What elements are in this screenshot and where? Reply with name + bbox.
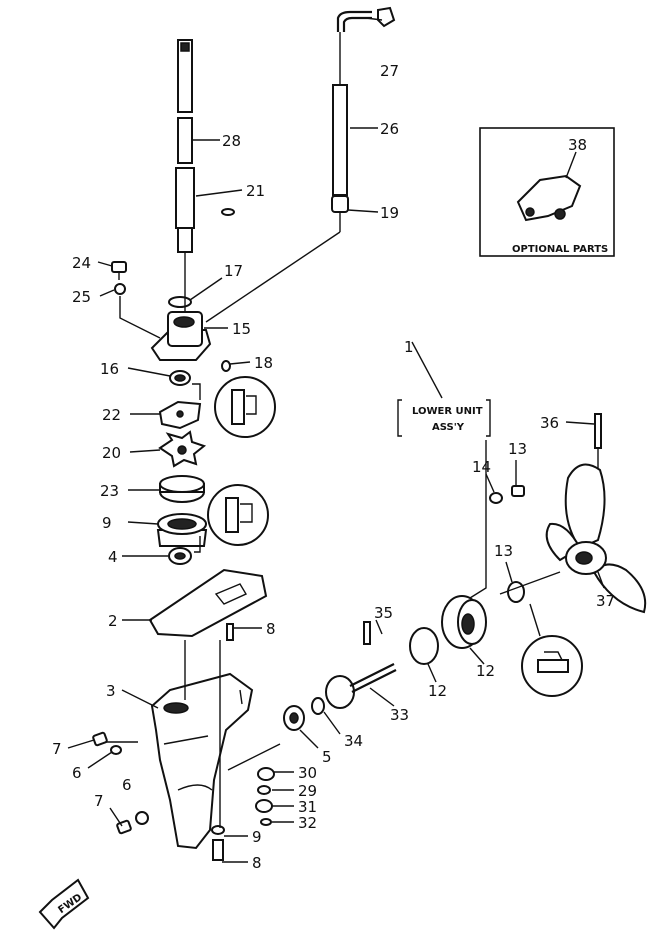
callout-25: 23 — [100, 482, 119, 500]
callout-6-lower: 6 — [122, 776, 132, 794]
o-ring-part-19 — [168, 296, 192, 308]
propeller-part-39 — [545, 463, 647, 614]
callout-27: 25 — [72, 288, 91, 306]
gasket-part-2 — [148, 568, 268, 638]
pin-part-37 — [363, 621, 371, 645]
drive-shaft — [175, 39, 195, 262]
plate-part-24 — [158, 400, 202, 430]
callout-21: 19 — [380, 204, 399, 222]
bolt-part-15 — [511, 485, 525, 497]
callout-33: 31 — [298, 798, 317, 816]
callout-7-lower: 7 — [94, 792, 104, 810]
callout-4: 4 — [108, 548, 118, 566]
seal-part-18 — [169, 370, 191, 386]
callout-3: 3 — [106, 682, 116, 700]
pump-housing-part-17 — [119, 296, 212, 361]
callout-31: 29 — [298, 782, 317, 800]
cap-part-12 — [441, 595, 487, 649]
nut-part-32 — [257, 767, 275, 781]
callout-9: 9 — [252, 828, 262, 846]
callout-13: 13 — [494, 542, 513, 560]
callout-39: 37 — [596, 592, 615, 610]
callout-leaders — [67, 17, 605, 863]
pin-part-23 — [221, 208, 235, 216]
callout-40: 38 — [568, 136, 587, 154]
nut-part-33 — [255, 799, 273, 813]
optional-parts-label: OPTIONAL PARTS — [512, 244, 608, 255]
clip-part-29 — [377, 6, 396, 28]
callout-12: 12 — [476, 662, 495, 680]
callout-19: 17 — [224, 262, 243, 280]
clip-part-34 — [260, 818, 272, 826]
dowel-part-10 — [226, 623, 234, 641]
callout-26: 24 — [72, 254, 91, 272]
callout-15: 13 — [508, 440, 527, 458]
callout-11: 9 — [102, 514, 112, 532]
forward-direction-arrow: FWD — [38, 878, 90, 930]
callout-16: 14 — [472, 458, 491, 476]
washer-part-6-lower — [135, 811, 149, 825]
callout-6-upper: 6 — [72, 764, 82, 782]
leader-lines — [106, 212, 561, 828]
washer-part-9 — [211, 825, 225, 835]
callout-1: 1 — [404, 338, 414, 356]
callout-22: 20 — [102, 444, 121, 462]
callout-17: 15 — [232, 320, 251, 338]
bearing-part-5 — [283, 705, 305, 731]
grommet-part-20 — [221, 360, 231, 372]
callout-23: 21 — [246, 182, 265, 200]
o-ring-part-14 — [409, 627, 439, 665]
callout-7-upper: 7 — [52, 740, 62, 758]
callout-24: 22 — [102, 406, 121, 424]
impeller-part-22 — [158, 430, 207, 468]
callout-28: 26 — [380, 120, 399, 138]
assy-label: ASS'Y — [432, 422, 465, 433]
callout-38: 36 — [540, 414, 559, 432]
callout-8: 8 — [252, 854, 262, 872]
lower-unit-assy-box — [397, 341, 491, 437]
shim-part-36 — [311, 697, 325, 715]
washer-part-16 — [489, 492, 503, 504]
bolt-part-8 — [212, 839, 224, 861]
optional-parts-box — [479, 127, 615, 257]
liner-part-25 — [159, 475, 205, 503]
pump-body-part-11 — [156, 513, 208, 547]
callout-30: 28 — [222, 132, 241, 150]
joint-part-21 — [331, 195, 349, 213]
callout-18: 16 — [100, 360, 119, 378]
callout-5: 5 — [322, 748, 332, 766]
callout-20: 18 — [254, 354, 273, 372]
lower-unit-label: LOWER UNIT — [412, 406, 483, 417]
callout-32: 30 — [298, 764, 317, 782]
callout-10: 8 — [266, 620, 276, 638]
washer-part-6-upper — [110, 745, 122, 755]
callout-14: 12 — [428, 682, 447, 700]
callout-37: 35 — [374, 604, 393, 622]
lower-casing-part-3 — [150, 672, 254, 850]
propeller-shaft-part-35 — [325, 663, 397, 709]
detail-view-seal — [192, 376, 276, 438]
callout-36: 34 — [344, 732, 363, 750]
seal-part-4 — [168, 547, 192, 565]
bolt-part-7-upper — [92, 731, 108, 747]
callout-35: 33 — [390, 706, 409, 724]
callout-34: 32 — [298, 814, 317, 832]
detail-view-body — [194, 484, 269, 553]
callout-2: 2 — [108, 612, 118, 630]
detail-view-spacer — [521, 603, 583, 697]
washer-part-27 — [114, 283, 126, 295]
callout-29: 27 — [380, 62, 399, 80]
bolt-part-26 — [111, 261, 127, 280]
spacer-part-13 — [507, 581, 525, 603]
washer-part-31 — [257, 785, 271, 795]
shift-rod — [332, 10, 372, 196]
